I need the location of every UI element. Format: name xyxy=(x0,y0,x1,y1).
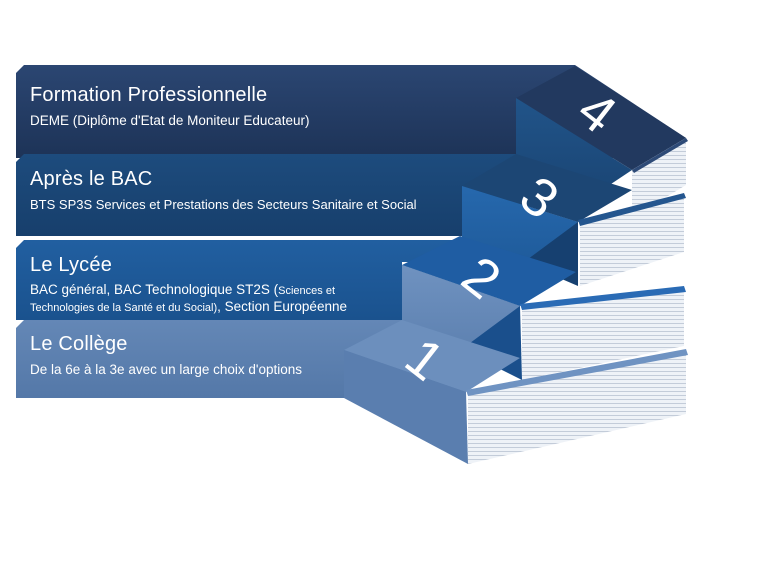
step-2-subtitle-part1: BAC général, BAC Technologique ST2S ( xyxy=(30,282,279,297)
step-3-subtitle: BTS SP3S Services et Prestations des Sec… xyxy=(30,197,417,212)
step-4-subtitle: DEME (Diplôme d'Etat de Moniteur Educate… xyxy=(30,113,310,128)
step-2-subtitle-small1: Sciences et xyxy=(278,285,336,297)
step-4-book xyxy=(516,66,688,218)
step-1-book xyxy=(344,320,688,464)
step-1-title: Le Collège xyxy=(30,333,128,355)
step-3-title: Après le BAC xyxy=(30,168,153,190)
step-2-subtitle-part2: , Section Européenne xyxy=(217,299,347,314)
step-2-subtitle-small2: Technologies de la Santé et du Social) xyxy=(30,302,218,314)
step-2-subtitle: BAC général, BAC Technologique ST2S (Sci… xyxy=(30,282,347,316)
step-2-band xyxy=(16,186,578,320)
step-2-title: Le Lycée xyxy=(30,254,113,276)
step-1-subtitle: De la 6e à la 3e avec un large choix d'o… xyxy=(30,362,303,377)
step-4-title: Formation Professionnelle xyxy=(30,84,268,106)
